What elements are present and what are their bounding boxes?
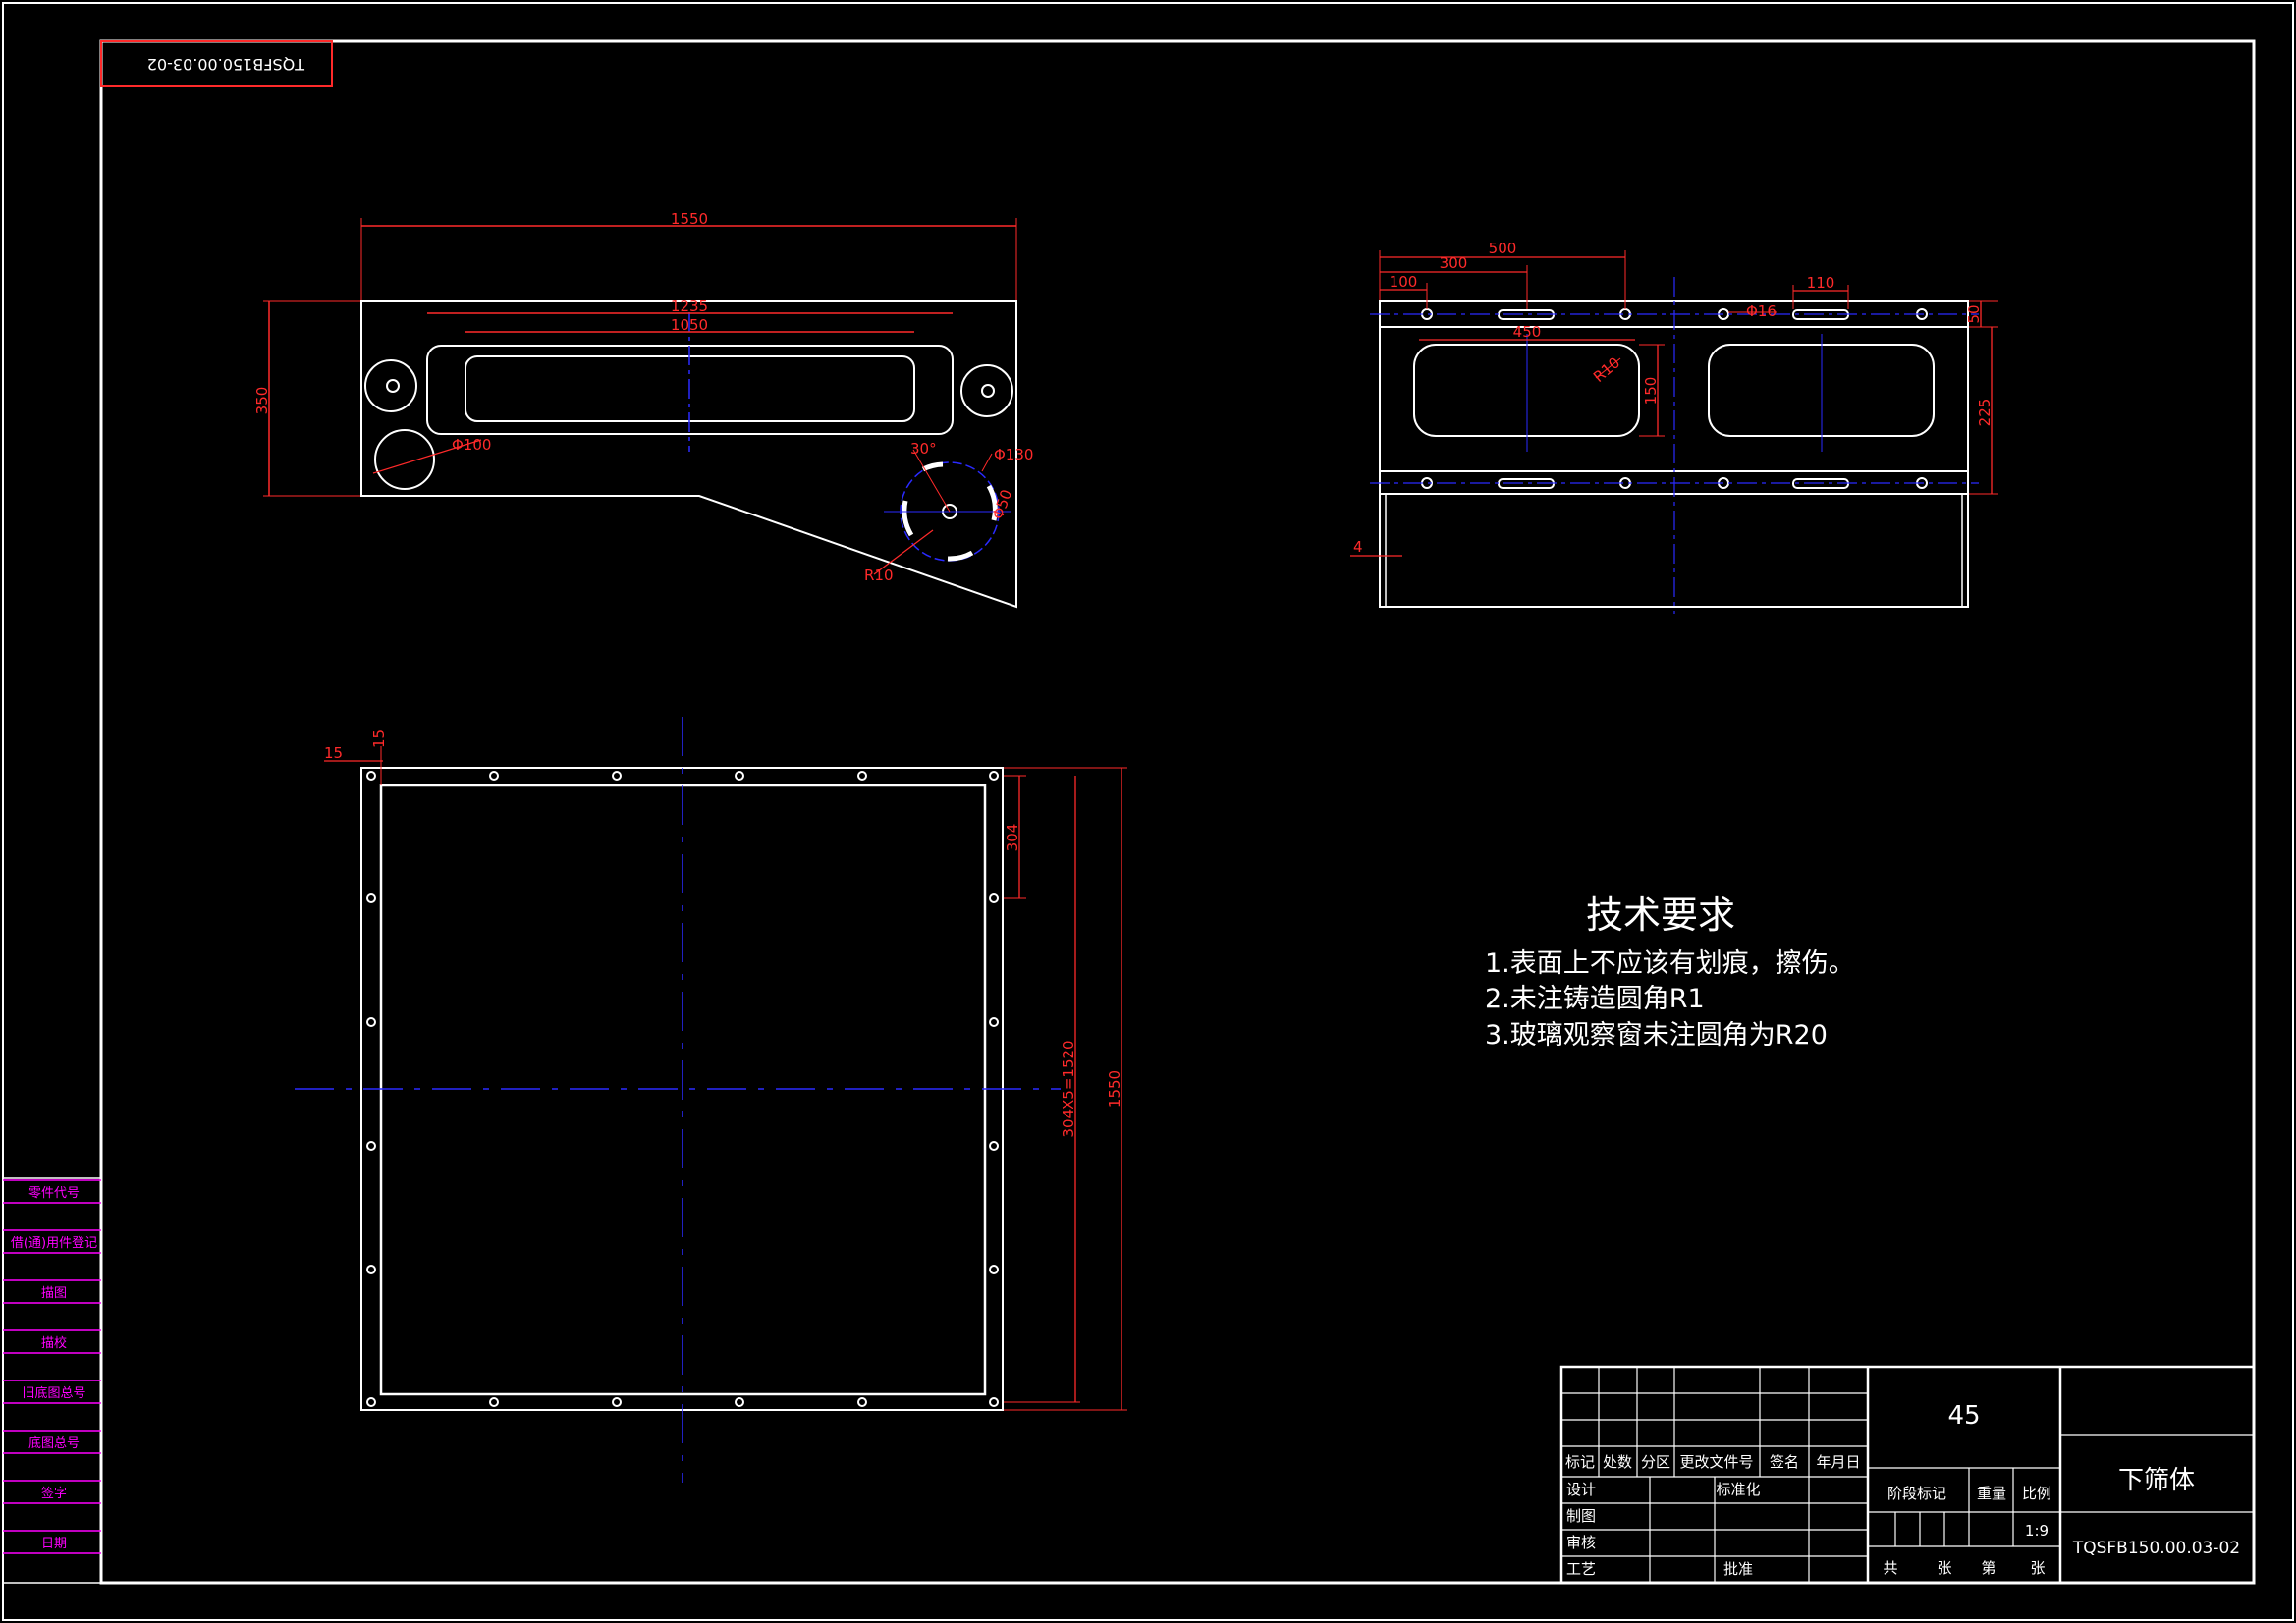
- tb-sheet-unit: 张: [2030, 1559, 2045, 1577]
- tb-row-process: 工艺: [1566, 1560, 1596, 1578]
- side-view: 500 300 100 110 Φ16 450 R10 150 50 225 4: [1350, 240, 1998, 614]
- dim-1050: 1050: [671, 316, 708, 334]
- tech-req-item-2: 2.未注铸造圆角R1: [1485, 984, 1705, 1014]
- dim-110: 110: [1807, 274, 1835, 292]
- tb-header-sign: 签名: [1770, 1453, 1799, 1471]
- strip-label-8: 日期: [41, 1537, 67, 1551]
- dim-304: 304: [1004, 824, 1021, 852]
- tb-header-count: 处数: [1603, 1453, 1632, 1471]
- dim-300: 300: [1440, 254, 1468, 272]
- tb-material: 45: [1947, 1401, 1980, 1431]
- dim-r10: R10: [864, 567, 894, 584]
- tb-stage-mark: 阶段标记: [1887, 1485, 1946, 1502]
- tb-header-change-doc: 更改文件号: [1679, 1453, 1753, 1471]
- dim-1235: 1235: [671, 298, 708, 315]
- dim-15-b: 15: [370, 730, 388, 748]
- dim-225: 225: [1976, 399, 1994, 427]
- dim-d130: Φ130: [994, 446, 1033, 463]
- strip-label-3: 描图: [41, 1286, 67, 1301]
- strip-label-1: 零件代号: [28, 1186, 80, 1201]
- tb-scale-label: 比例: [2022, 1485, 2051, 1502]
- tb-row-check: 审核: [1566, 1534, 1596, 1551]
- strip-label-6: 底图总号: [28, 1435, 80, 1451]
- tb-sheet-no: 第: [1981, 1559, 1995, 1577]
- front-view: 1550 1235 1050 350 Φ100 30° Φ130 Φ50 R10: [253, 210, 1033, 609]
- tb-weight: 重量: [1977, 1485, 2006, 1502]
- tb-row-standard: 标准化: [1716, 1481, 1760, 1498]
- dim-4: 4: [1353, 538, 1363, 556]
- dim-plan-1550: 1550: [1106, 1070, 1123, 1108]
- tb-scale: 1:9: [2025, 1522, 2049, 1540]
- tb-header-mark: 标记: [1565, 1453, 1595, 1471]
- dim-d100: Φ100: [452, 436, 491, 454]
- dim-100: 100: [1390, 273, 1418, 291]
- dim-30deg: 30°: [910, 440, 937, 458]
- tech-req-item-3: 3.玻璃观察窗未注圆角为R20: [1485, 1020, 1828, 1051]
- left-strip: 零件代号 借(通)用件登记 描图 描校 旧底图总号 底图总号 签字 日期: [2, 1177, 102, 1584]
- tb-header-zone: 分区: [1641, 1453, 1670, 1471]
- dim-side-50: 50: [1965, 304, 1983, 323]
- strip-label-7: 签字: [41, 1486, 67, 1501]
- strip-label-4: 描校: [41, 1335, 67, 1351]
- dim-pitch: 304X5=1520: [1060, 1040, 1077, 1137]
- strip-label-2: 借(通)用件登记: [11, 1236, 97, 1251]
- title-block: 标记 处数 分区 更改文件号 签名 年月日 设计 制图 审核 工艺 标准化 批准…: [1559, 1365, 2256, 1585]
- tb-sheets: 张: [1937, 1559, 1951, 1577]
- tech-req-title: 技术要求: [1586, 893, 1735, 937]
- tb-part-name: 下筛体: [2118, 1466, 2195, 1495]
- rotated-drawing-number: TQSFB150.00.03-02: [147, 55, 305, 74]
- dim-side-r10: R10: [1590, 353, 1623, 386]
- dim-150: 150: [1642, 377, 1660, 406]
- dim-450: 450: [1513, 323, 1542, 341]
- tb-row-drawn: 制图: [1566, 1507, 1596, 1525]
- tb-drawing-number: TQSFB150.00.03-02: [2072, 1539, 2240, 1558]
- technical-requirements: 技术要求 1.表面上不应该有划痕，擦伤。 2.未注铸造圆角R1 3.玻璃观察窗未…: [1485, 893, 1855, 1051]
- tb-row-approve: 批准: [1723, 1560, 1753, 1578]
- tb-header-date: 年月日: [1816, 1453, 1860, 1471]
- dim-1550: 1550: [671, 210, 708, 228]
- inner-frame: [99, 39, 2256, 1585]
- dim-15-a: 15: [324, 744, 343, 762]
- rotated-drawing-number-box: TQSFB150.00.03-02: [100, 40, 333, 87]
- dim-350: 350: [253, 387, 271, 415]
- dim-d16: Φ16: [1746, 302, 1777, 320]
- tech-req-item-1: 1.表面上不应该有划痕，擦伤。: [1485, 948, 1855, 979]
- dim-500: 500: [1489, 240, 1517, 257]
- plan-view: 15 15 304 304X5=1520 1550: [295, 717, 1127, 1483]
- tb-total: 共: [1883, 1559, 1897, 1577]
- strip-label-5: 旧底图总号: [22, 1385, 85, 1401]
- tb-row-design: 设计: [1566, 1481, 1596, 1498]
